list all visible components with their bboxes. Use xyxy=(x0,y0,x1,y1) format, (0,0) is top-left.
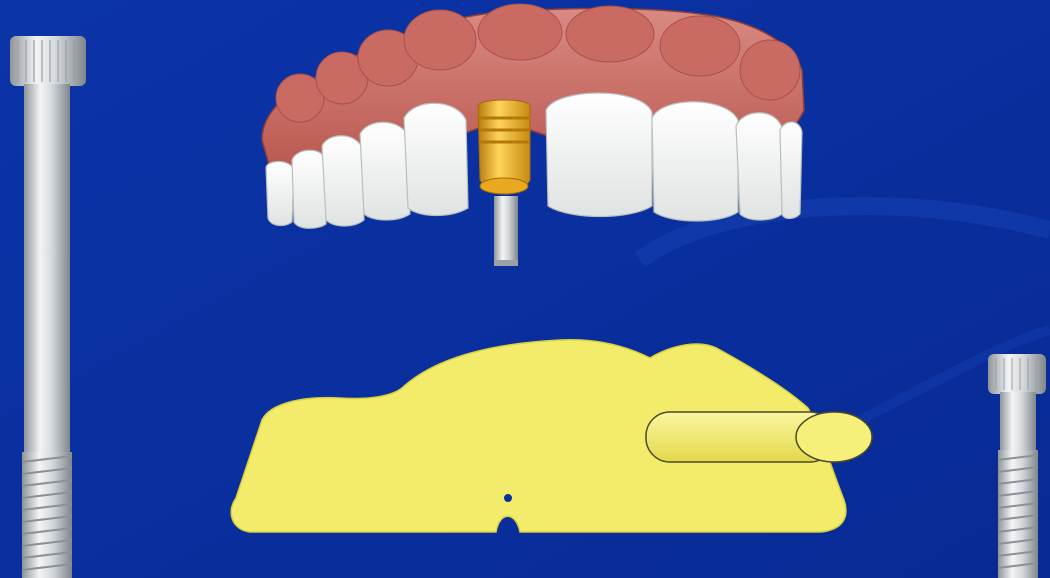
tooth-lateral-left xyxy=(404,103,468,215)
tooth-canine-left xyxy=(360,122,410,220)
tooth-lateral-right xyxy=(652,102,738,221)
gum-lobe xyxy=(404,10,476,70)
guide-sleeve-cylinder xyxy=(646,412,872,462)
tooth-central-right xyxy=(546,93,652,217)
gum-lobe xyxy=(740,40,800,100)
tooth-molar-left xyxy=(266,162,294,226)
cylinder-end-cap xyxy=(796,412,872,462)
short-screw-head xyxy=(988,354,1046,394)
tooth-premolar-left-2 xyxy=(292,150,326,228)
guide-notch-hole xyxy=(504,494,512,502)
tooth-canine-right xyxy=(736,113,782,220)
gum-lobe xyxy=(478,4,562,60)
gum-lobe xyxy=(566,6,654,62)
tooth-premolar-left-1 xyxy=(322,136,364,226)
abutment-screw xyxy=(494,196,518,260)
short-screw-shaft xyxy=(1000,392,1036,452)
gum-lobe xyxy=(660,16,740,76)
tooth-premolar-right xyxy=(780,122,802,219)
abutment-collar xyxy=(480,178,528,194)
screw-shaft xyxy=(24,84,70,454)
